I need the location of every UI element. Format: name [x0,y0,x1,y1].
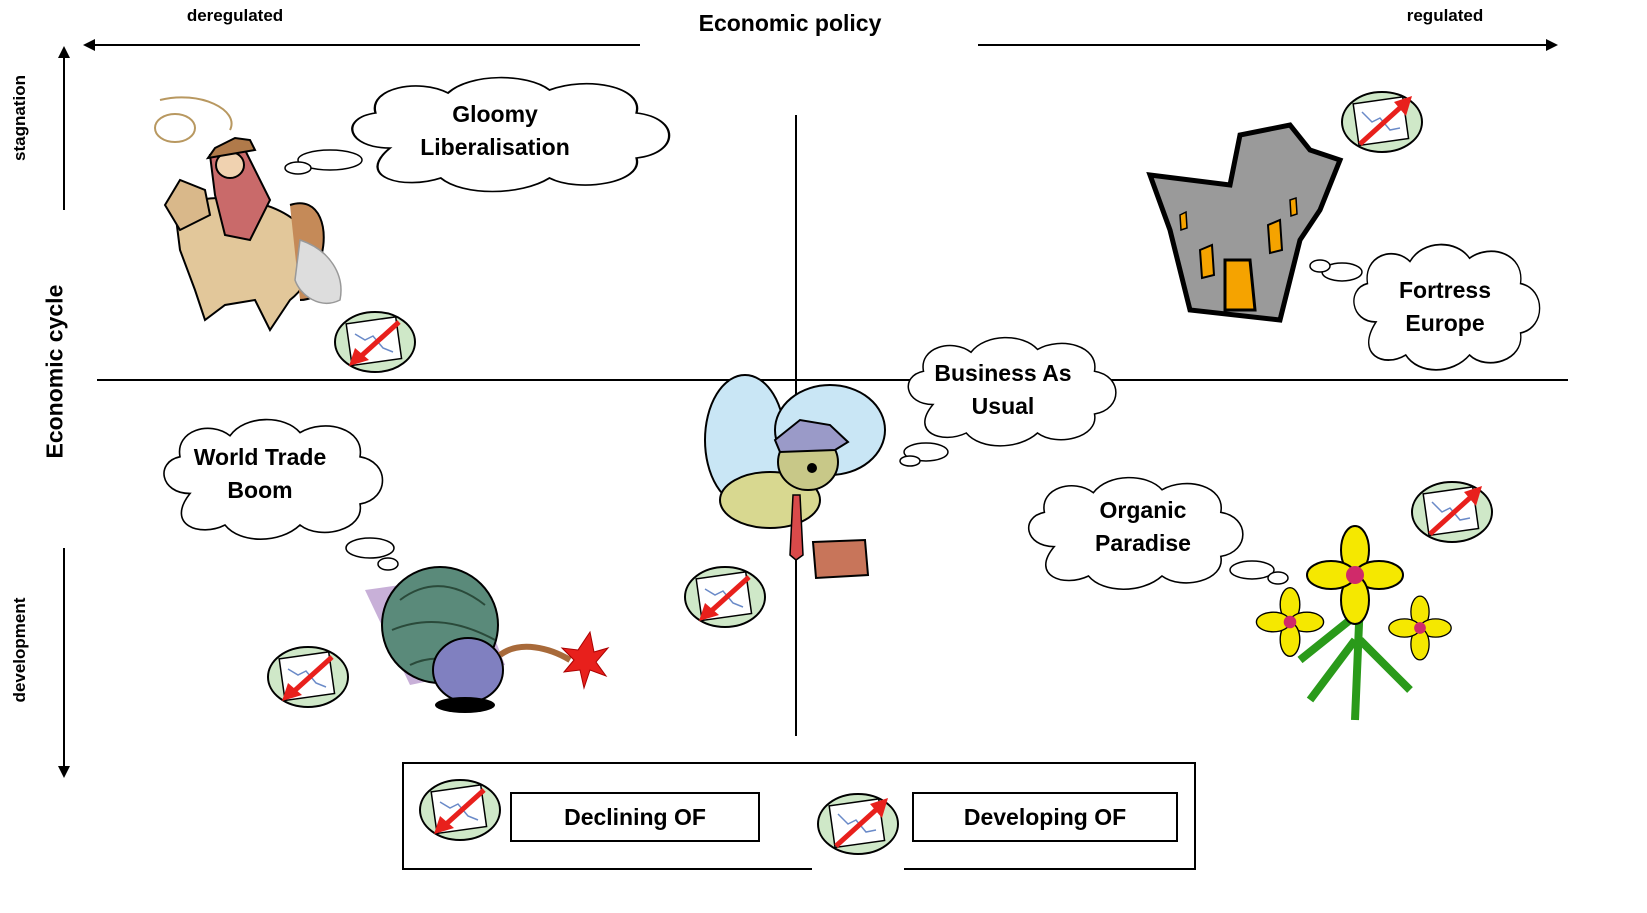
x-axis-right-label: regulated [1406,6,1484,25]
legend-declining-icon [420,780,500,840]
x-axis-title: Economic policy [698,10,882,36]
bee-businessman-icon [704,374,886,580]
legend-developing-icon [818,794,898,854]
cowboy-horse-icon [154,96,342,332]
flowers-icon [1255,525,1452,721]
castle-icon [1146,122,1344,323]
legend-developing-label: Developing OF [912,792,1178,842]
globe-bomb-icon [365,566,610,713]
x-axis-left-label: deregulated [186,6,284,25]
legend-declining-label: Declining OF [510,792,760,842]
